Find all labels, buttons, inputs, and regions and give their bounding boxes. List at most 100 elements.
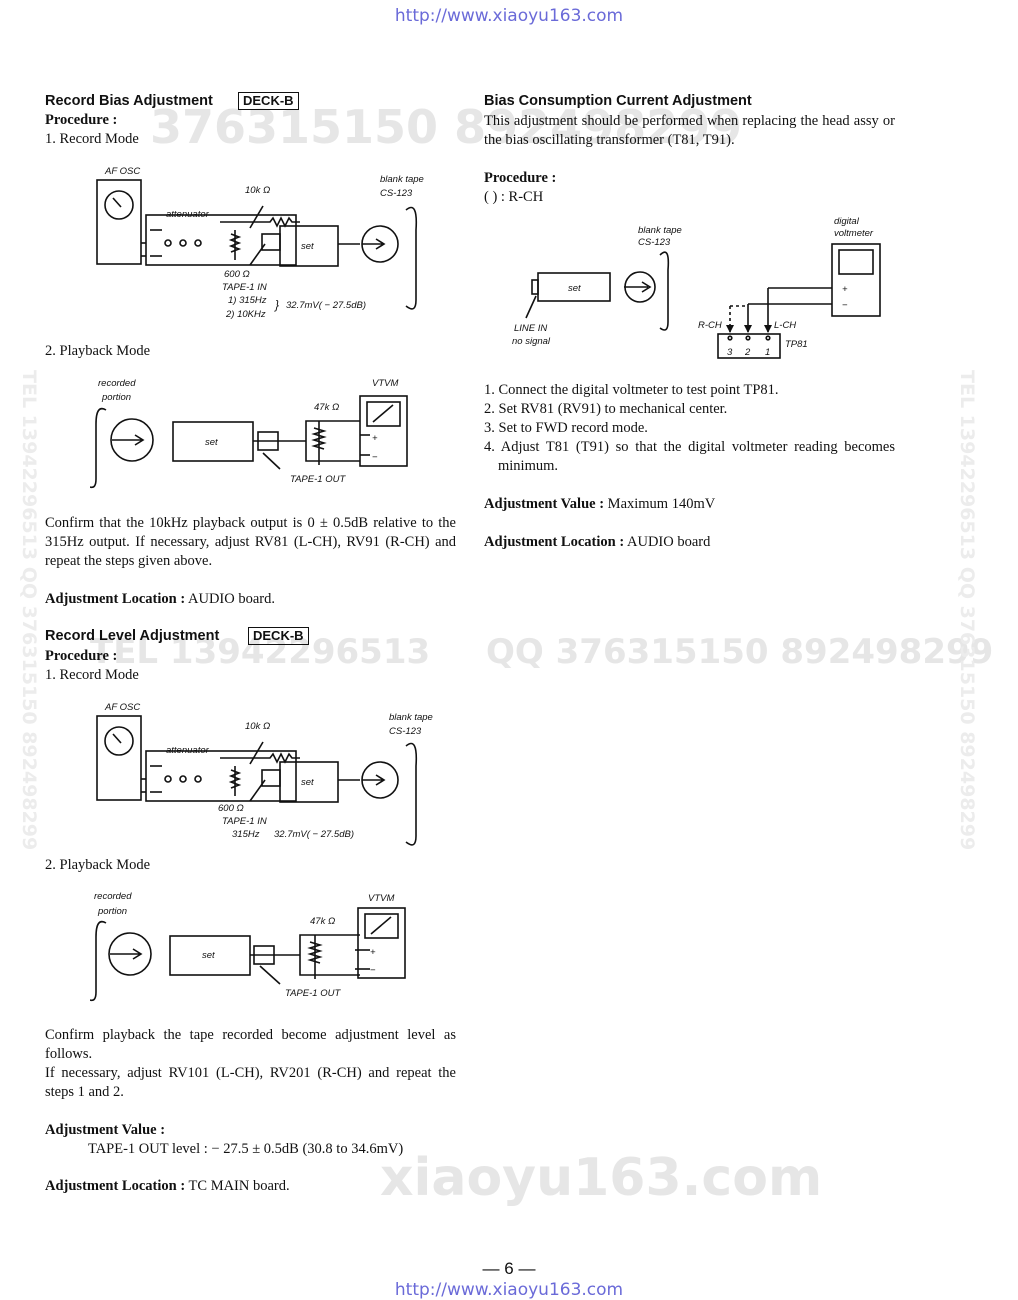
blank-tape-label: blank tape [389, 712, 433, 723]
freq-label: 315Hz [232, 829, 260, 840]
pin-1: 1 [765, 347, 770, 358]
set-label: set [301, 777, 314, 788]
minus-label: − [372, 452, 378, 463]
af-osc-box [96, 179, 142, 265]
tp81-label: TP81 [785, 339, 808, 350]
watermark-mid-left: TEL 13942296513 [90, 632, 431, 672]
bias-location-value: AUDIO board. [185, 591, 275, 607]
bias-location-label: Adjustment Location : [45, 591, 186, 607]
bias-playback-diagram: recorded portion VTVM 47k Ω set + − TAPE… [90, 378, 408, 489]
level-location: Adjustment Location : TC MAIN board. [45, 1177, 290, 1196]
level-label: 32.7mV( − 27.5dB) [286, 300, 366, 311]
level-value-text: TAPE-1 OUT level : − 27.5 ± 0.5dB (30.8 … [88, 1141, 404, 1157]
cassette-label: CS-123 [389, 726, 422, 737]
impedance-label: 600 Ω [218, 803, 244, 814]
pin-3: 3 [727, 347, 733, 358]
af-osc-dial [104, 190, 134, 220]
watermark-bottom: xiaoyu163.com [380, 1148, 823, 1208]
set-label: set [568, 283, 581, 294]
bias-current-location-label: Adjustment Location : [484, 534, 625, 550]
portion-label: portion [101, 392, 131, 403]
level-note-2: If necessary, adjust RV101 (L-CH), RV201… [45, 1065, 456, 1100]
pin-2: 2 [744, 347, 751, 358]
bias-current-location-value: AUDIO board [624, 534, 711, 550]
tape-in-label: TAPE-1 IN [222, 282, 267, 293]
resistor-label: 10k Ω [245, 721, 270, 732]
level-value-label: Adjustment Value : [45, 1122, 166, 1138]
resistor-label: 10k Ω [245, 185, 270, 196]
watermark-mid-right: QQ 376315150 892498299 [486, 632, 994, 672]
set-label: set [205, 437, 218, 448]
vtvm-box [359, 395, 408, 467]
playback-mode-label-2: 2. Playback Mode [45, 857, 151, 873]
playback-mode-label: 2. Playback Mode [45, 343, 151, 359]
attenuator-label: attenuator [166, 209, 210, 220]
bias-current-value: Adjustment Value : Maximum 140mV [484, 495, 715, 514]
bias-current-steps: 1. Connect the digital voltmeter to test… [484, 381, 895, 476]
bias-location: Adjustment Location : AUDIO board. [45, 590, 275, 609]
attenuator-label: attenuator [166, 745, 210, 756]
blank-tape-label: blank tape [638, 225, 682, 236]
resistor-label: 47k Ω [310, 916, 335, 927]
tape-in-label: TAPE-1 IN [222, 816, 267, 827]
minus-label: − [842, 300, 848, 311]
vtvm-label: VTVM [372, 378, 398, 389]
minus-label: − [370, 965, 376, 976]
recorded-label: recorded [94, 891, 132, 902]
af-osc-label: AF OSC [104, 702, 140, 713]
procedure-label-3: Procedure : [484, 170, 557, 186]
bias-record-diagram: AF OSC 10k Ω attenuator blank tape CS-12… [96, 166, 424, 320]
header-url[interactable]: http://www.xiaoyu163.com [394, 6, 624, 26]
level-location-label: Adjustment Location : [45, 1178, 186, 1194]
level-label: 32.7mV( − 27.5dB) [274, 829, 354, 840]
watermark-vertical-left: TEL 13942296513 QQ 376315150 892498299 [18, 370, 40, 851]
freq2-label: 2) 10KHz [225, 309, 266, 320]
procedure-label-2: Procedure : [45, 648, 118, 664]
bias-current-location: Adjustment Location : AUDIO board [484, 533, 710, 552]
lch-label: L-CH [774, 320, 796, 331]
impedance-label: 600 Ω [224, 269, 250, 280]
procedure-label: Procedure : [45, 112, 118, 128]
recorded-label: recorded [98, 378, 136, 389]
set-label: set [202, 950, 215, 961]
watermark-vertical-right: TEL 13942296513 QQ 376315150 892498299 [956, 370, 978, 851]
bias-note: Confirm that the 10kHz playback output i… [45, 515, 456, 569]
footer-url[interactable]: http://www.xiaoyu163.com [394, 1280, 624, 1300]
level-location-value: TC MAIN board. [185, 1178, 290, 1194]
af-osc-label: AF OSC [104, 166, 140, 177]
set-label: set [301, 241, 314, 252]
plus-label: + [842, 284, 848, 295]
bias-current-diagram: blank tape CS-123 set LINE IN no signal … [512, 216, 881, 359]
cassette-label: CS-123 [380, 188, 413, 199]
record-level-title: Record Level Adjustment [45, 628, 220, 644]
page-number: — 6 — [482, 1259, 536, 1278]
step-2: 2. Set RV81 (RV91) to mechanical center. [484, 401, 728, 417]
level-note-1: Confirm playback the tape recorded becom… [45, 1027, 456, 1062]
bias-current-value-label: Adjustment Value : [484, 496, 605, 512]
deck-b-badge-2: DECK-B [248, 627, 309, 645]
dvm-label-2: voltmeter [834, 228, 874, 239]
level-record-diagram: AF OSC 10k Ω attenuator blank tape CS-12… [96, 702, 433, 846]
set-box [279, 225, 339, 267]
rch-note: ( ) : R-CH [484, 189, 544, 205]
vtvm-label: VTVM [368, 893, 394, 904]
dvm-box [831, 243, 881, 317]
plus-label: + [372, 433, 378, 444]
step-1: 1. Connect the digital voltmeter to test… [484, 382, 779, 398]
tp81-box [717, 333, 781, 359]
blank-tape-label: blank tape [380, 174, 424, 185]
bias-current-title: Bias Consumption Current Adjustment [484, 93, 752, 109]
level-playback-diagram: recorded portion VTVM 47k Ω set + − TAPE… [90, 891, 406, 1002]
freq1-label: 1) 315Hz [228, 295, 267, 306]
record-bias-title: Record Bias Adjustment [45, 93, 213, 109]
tape-out-label: TAPE-1 OUT [285, 988, 341, 999]
dvm-label-1: digital [834, 216, 860, 227]
tape-out-label: TAPE-1 OUT [290, 474, 346, 485]
step-3: 3. Set to FWD record mode. [484, 420, 648, 436]
record-mode-label: 1. Record Mode [45, 131, 139, 147]
record-mode-label-2: 1. Record Mode [45, 667, 139, 683]
step-4: 4. Adjust T81 (T91) so that the digital … [484, 439, 895, 474]
bias-current-intro: This adjustment should be performed when… [484, 113, 895, 148]
portion-label: portion [97, 906, 127, 917]
line-in-label: LINE IN [514, 323, 547, 334]
